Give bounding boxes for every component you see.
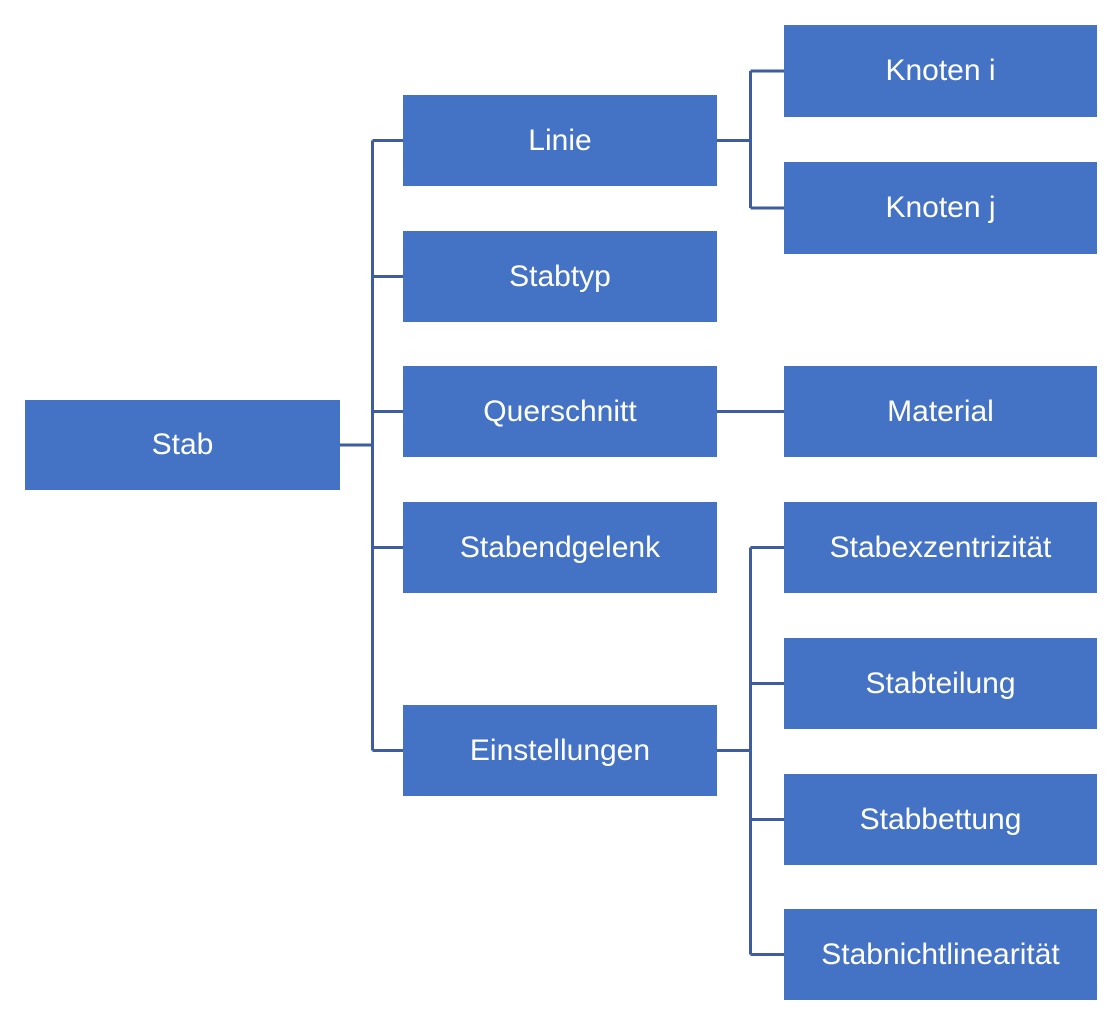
node-einstellungen: Einstellungen	[403, 705, 717, 796]
node-linie: Linie	[403, 95, 717, 186]
node-knoten-j: Knoten j	[784, 162, 1097, 254]
node-material: Material	[784, 366, 1097, 457]
node-stabnichtlinearitaet: Stabnichtlinearität	[784, 909, 1097, 1000]
node-querschnitt: Querschnitt	[403, 366, 717, 457]
node-stabexzentrizitaet: Stabexzentrizität	[784, 502, 1097, 593]
node-stab: Stab	[25, 400, 340, 490]
connector-stab-to-level2	[340, 139, 403, 752]
node-stabendgelenk: Stabendgelenk	[403, 502, 717, 593]
connector-linie-to-knoten	[717, 69, 784, 210]
node-stabteilung: Stabteilung	[784, 638, 1097, 729]
node-stabbettung: Stabbettung	[784, 774, 1097, 865]
connector-einstellungen-to-children	[717, 546, 784, 956]
node-stabtyp: Stabtyp	[403, 231, 717, 322]
node-knoten-i: Knoten i	[784, 25, 1097, 117]
